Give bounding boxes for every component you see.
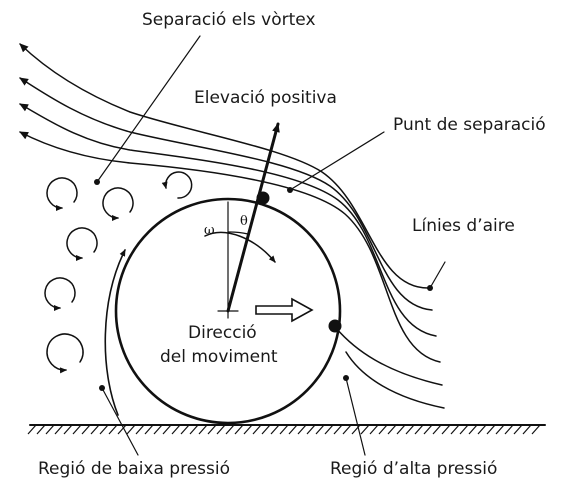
label-vortex-separation: Separació els vòrtex xyxy=(142,10,316,30)
hatch-mark xyxy=(495,424,505,435)
streamline xyxy=(19,43,429,289)
hatch-mark xyxy=(423,424,433,435)
hatch-mark xyxy=(261,424,271,435)
hatch-mark xyxy=(333,424,343,435)
hatch-mark xyxy=(198,424,208,435)
hatch-mark xyxy=(162,424,172,435)
label-air-lines: Línies d’aire xyxy=(412,216,515,236)
hatch-mark xyxy=(459,424,469,435)
label-high-pressure: Regió d’alta pressió xyxy=(330,459,497,479)
separation-point-upper xyxy=(256,191,270,205)
hatch-mark xyxy=(90,424,100,435)
hatch-mark xyxy=(342,424,352,435)
separation-point-lower xyxy=(328,319,342,333)
label-theta: θ xyxy=(240,214,248,229)
hatch-mark xyxy=(27,424,37,435)
vortices xyxy=(44,171,193,374)
hatch-mark xyxy=(432,424,442,435)
label-positive-lift: Elevació positiva xyxy=(194,88,337,108)
hatch-mark xyxy=(144,424,154,435)
hatch-mark xyxy=(378,424,388,435)
label-separation-point: Punt de separació xyxy=(393,115,546,135)
hatch-mark xyxy=(414,424,424,435)
hatch-mark xyxy=(243,424,253,435)
hatch-mark xyxy=(441,424,451,435)
hatch-mark xyxy=(99,424,109,435)
leader-lines xyxy=(94,35,446,456)
hatch-mark xyxy=(180,424,190,435)
hatch-mark xyxy=(81,424,91,435)
ground-hatching xyxy=(27,424,541,435)
hatch-mark xyxy=(45,424,55,435)
hatch-mark xyxy=(315,424,325,435)
vortex xyxy=(44,277,76,311)
hatch-mark xyxy=(126,424,136,435)
hatch-mark xyxy=(360,424,370,435)
hatch-mark xyxy=(72,424,82,435)
hatch-mark xyxy=(369,424,379,435)
hatch-mark xyxy=(63,424,73,435)
vortex xyxy=(161,171,193,199)
hatch-mark xyxy=(225,424,235,435)
hatch-mark xyxy=(531,424,541,435)
vortex xyxy=(46,333,84,374)
label-direction-line2: del moviment xyxy=(160,347,278,367)
streamlines xyxy=(19,43,445,409)
hatch-mark xyxy=(324,424,334,435)
vortex xyxy=(46,177,78,211)
hatch-mark xyxy=(450,424,460,435)
hatch-mark xyxy=(252,424,262,435)
hatch-mark xyxy=(504,424,514,435)
hatch-mark xyxy=(189,424,199,435)
hatch-mark xyxy=(405,424,415,435)
streamline xyxy=(335,327,443,386)
theta-angle-arc xyxy=(227,231,249,235)
hatch-mark xyxy=(234,424,244,435)
streamline xyxy=(19,77,433,311)
streamline xyxy=(19,131,441,363)
hatch-mark xyxy=(468,424,478,435)
hatch-mark xyxy=(207,424,217,435)
lift-arrow xyxy=(226,122,280,313)
hatch-mark xyxy=(297,424,307,435)
rotation-arrow xyxy=(204,231,276,263)
vortex xyxy=(102,187,134,221)
rotating-cylinder xyxy=(114,197,342,425)
hatch-mark xyxy=(522,424,532,435)
hatch-mark xyxy=(36,424,46,435)
direction-arrow xyxy=(255,297,314,323)
hatch-mark xyxy=(279,424,289,435)
streamline xyxy=(345,351,445,409)
hatch-mark xyxy=(351,424,361,435)
hatch-mark xyxy=(387,424,397,435)
hatch-mark xyxy=(270,424,280,435)
label-omega: ω xyxy=(204,223,215,238)
label-low-pressure: Regió de baixa pressió xyxy=(38,459,230,479)
hatch-mark xyxy=(513,424,523,435)
hatch-mark xyxy=(396,424,406,435)
label-direction-line1: Direcció xyxy=(188,323,257,343)
streamline xyxy=(19,103,437,337)
hatch-mark xyxy=(486,424,496,435)
hatch-mark xyxy=(306,424,316,435)
boundary-layer-arc xyxy=(104,249,126,416)
ground xyxy=(27,424,546,435)
hatch-mark xyxy=(477,424,487,435)
hatch-mark xyxy=(171,424,181,435)
hatch-mark xyxy=(54,424,64,435)
hatch-mark xyxy=(135,424,145,435)
vortex xyxy=(66,227,98,261)
hatch-mark xyxy=(108,424,118,435)
hatch-mark xyxy=(216,424,226,435)
hatch-mark xyxy=(288,424,298,435)
hatch-mark xyxy=(153,424,163,435)
hatch-mark xyxy=(117,424,127,435)
